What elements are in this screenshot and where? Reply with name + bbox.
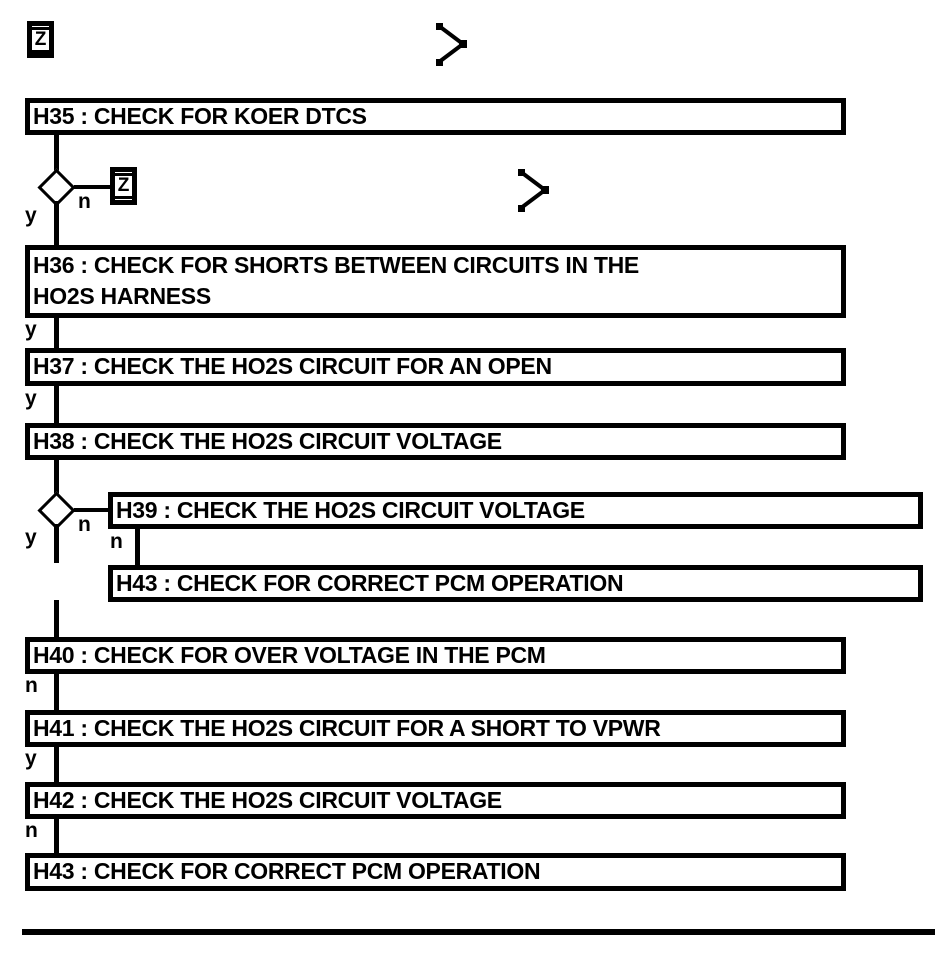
- off-page-connector-z-branch[interactable]: Z: [110, 167, 137, 205]
- connector-z-label: Z: [32, 26, 49, 53]
- connector-line: [54, 460, 59, 497]
- branch-label-no: n: [25, 674, 38, 697]
- off-page-connector-z-top[interactable]: Z: [27, 21, 54, 58]
- step-label-h38: H38 : CHECK THE HO2S CIRCUIT VOLTAGE: [33, 428, 502, 454]
- step-box-h39[interactable]: H39 : CHECK THE HO2S CIRCUIT VOLTAGE: [108, 492, 923, 529]
- step-box-h37[interactable]: H37 : CHECK THE HO2S CIRCUIT FOR AN OPEN: [25, 348, 846, 386]
- connector-line: [54, 318, 59, 348]
- connector-line: [54, 524, 59, 563]
- step-label-h36-line2: HO2S HARNESS: [33, 283, 211, 309]
- branch-label-no: n: [110, 530, 123, 553]
- branch-label-no: n: [78, 190, 91, 213]
- step-label-h35: H35 : CHECK FOR KOER DTCS: [33, 103, 367, 129]
- step-box-h36[interactable]: H36 : CHECK FOR SHORTS BETWEEN CIRCUITS …: [25, 245, 846, 318]
- connector-line: [54, 674, 59, 710]
- step-box-h42[interactable]: H42 : CHECK THE HO2S CIRCUIT VOLTAGE: [25, 782, 846, 819]
- connector-line: [135, 529, 140, 565]
- branch-label-no: n: [25, 819, 38, 842]
- connector-line: [74, 508, 108, 512]
- branch-label-yes: y: [25, 747, 37, 770]
- branch-label-yes: y: [25, 204, 37, 227]
- connector-line: [54, 386, 59, 423]
- branch-label-yes: y: [25, 387, 37, 410]
- branch-label-yes: y: [25, 526, 37, 549]
- step-label-h43-branch: H43 : CHECK FOR CORRECT PCM OPERATION: [116, 570, 624, 596]
- connector-z-label: Z: [115, 173, 132, 199]
- step-box-h35[interactable]: H35 : CHECK FOR KOER DTCS: [25, 98, 846, 135]
- step-label-h41: H41 : CHECK THE HO2S CIRCUIT FOR A SHORT…: [33, 715, 661, 741]
- connector-line: [54, 747, 59, 782]
- connector-line: [54, 819, 59, 853]
- step-box-h40[interactable]: H40 : CHECK FOR OVER VOLTAGE IN THE PCM: [25, 637, 846, 674]
- step-label-h42: H42 : CHECK THE HO2S CIRCUIT VOLTAGE: [33, 787, 502, 813]
- step-label-h37: H37 : CHECK THE HO2S CIRCUIT FOR AN OPEN: [33, 353, 552, 379]
- step-box-h43-final[interactable]: H43 : CHECK FOR CORRECT PCM OPERATION: [25, 853, 846, 891]
- step-label-h36-line1: H36 : CHECK FOR SHORTS BETWEEN CIRCUITS …: [33, 252, 639, 278]
- continuation-chevron-top-icon[interactable]: [433, 18, 469, 68]
- step-label-h39: H39 : CHECK THE HO2S CIRCUIT VOLTAGE: [116, 497, 585, 523]
- connector-line: [74, 185, 110, 189]
- continuation-chevron-branch-icon[interactable]: [515, 164, 551, 214]
- connector-line: [54, 134, 59, 175]
- branch-label-no: n: [78, 513, 91, 536]
- step-label-h43-final: H43 : CHECK FOR CORRECT PCM OPERATION: [33, 858, 541, 884]
- step-box-h38[interactable]: H38 : CHECK THE HO2S CIRCUIT VOLTAGE: [25, 423, 846, 460]
- bottom-divider: [22, 929, 935, 935]
- branch-label-yes: y: [25, 318, 37, 341]
- connector-line: [54, 600, 59, 637]
- step-box-h43-branch[interactable]: H43 : CHECK FOR CORRECT PCM OPERATION: [108, 565, 923, 602]
- step-label-h40: H40 : CHECK FOR OVER VOLTAGE IN THE PCM: [33, 642, 546, 668]
- step-box-h41[interactable]: H41 : CHECK THE HO2S CIRCUIT FOR A SHORT…: [25, 710, 846, 747]
- connector-line: [54, 201, 59, 245]
